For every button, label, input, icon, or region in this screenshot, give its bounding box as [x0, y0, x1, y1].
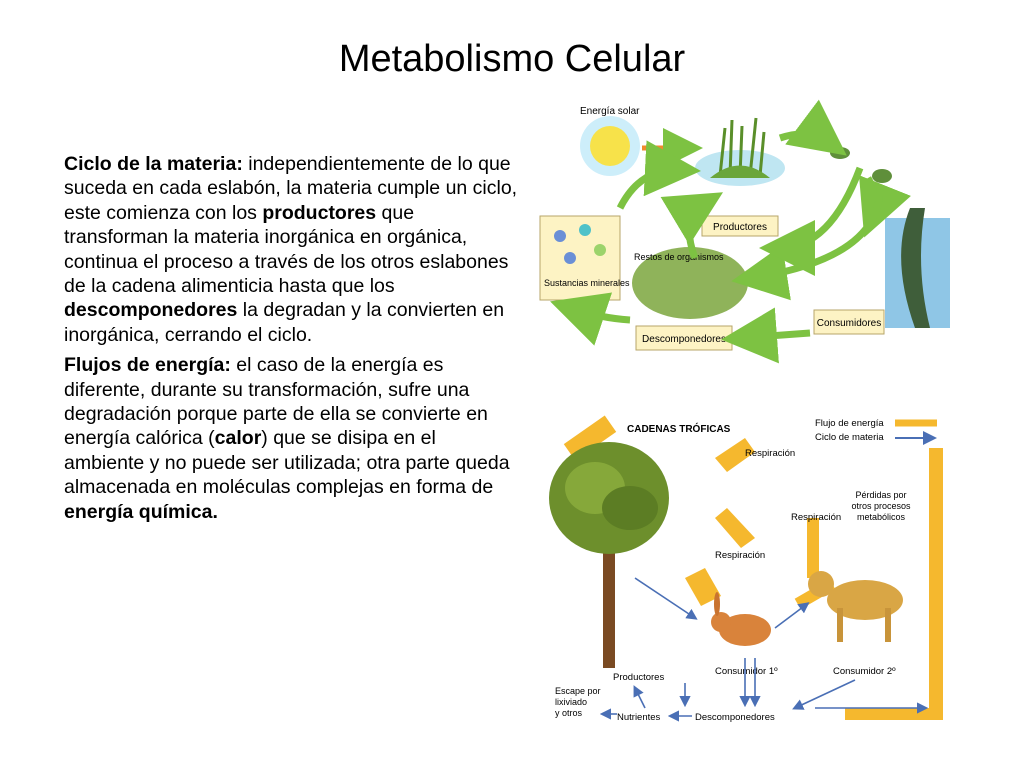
body-text: Ciclo de la materia: independientemente …	[64, 152, 519, 530]
leaching-label-3: y otros	[555, 708, 583, 718]
producers-label: Productores	[613, 672, 664, 683]
text-span: el caso de la energía es diferente, dura…	[64, 354, 488, 450]
producers-label: Productores	[713, 222, 767, 233]
decomposers-label: Descomponedores	[642, 334, 726, 345]
leaching-label-2: lixiviado	[555, 697, 587, 707]
legend-energy-label: Flujo de energía	[815, 418, 884, 429]
matter-cycle-arrows	[599, 577, 929, 722]
organic-remains-icon	[632, 247, 748, 319]
legend-matter-label: Ciclo de materia	[815, 432, 884, 443]
consumer1-label: Consumidor 1º	[715, 666, 778, 677]
decomposers-label: Descomponedores	[695, 712, 775, 723]
chains-title: CADENAS TRÓFICAS	[627, 422, 731, 435]
sun-icon	[580, 116, 640, 176]
bold-producers: productores	[262, 201, 377, 224]
text-span: ) que se disipa en el ambiente y no pued…	[64, 427, 510, 499]
remains-label: Restos de organismos	[634, 252, 724, 262]
text-span: la degradan y la convierten en inorgánic…	[64, 299, 505, 346]
tree-icon	[549, 442, 669, 668]
solar-energy-label: Energía solar	[580, 106, 640, 117]
text-span: que transforman la materia inorgánica en…	[64, 201, 509, 298]
crocodile-frog-icon	[830, 147, 950, 328]
energy-flow-arrows	[563, 415, 943, 720]
respiration-label-3: Respiración	[715, 550, 765, 561]
matter-cycle-lead: Ciclo de la materia:	[64, 153, 243, 175]
slide-title: Metabolismo Celular	[338, 38, 686, 80]
matter-cycle-diagram: Energía solar Productores Sustancias min…	[530, 98, 950, 370]
consumer2-label: Consumidor 2º	[833, 666, 896, 677]
bold-chemical-energy: energía química.	[64, 500, 218, 523]
respiration-label-2: Respiración	[791, 512, 841, 523]
consumers-box	[813, 309, 885, 335]
losses-label-2: otros procesos	[851, 501, 911, 511]
decomposers-box	[635, 325, 733, 351]
text-span: independientemente de lo que suceda en c…	[64, 153, 518, 224]
paragraph-matter-cycle: Ciclo de la materia: independientemente …	[64, 152, 519, 347]
mineral-crystals-icon	[554, 224, 606, 264]
nutrients-label: Nutrientes	[617, 712, 661, 723]
minerals-label: Sustancias minerales	[544, 278, 630, 288]
paragraph-energy-flow: Flujos de energía: el caso de la energía…	[64, 353, 519, 524]
respiration-label-1: Respiración	[745, 448, 795, 459]
reed-plants-icon	[695, 117, 785, 186]
rabbit-icon	[711, 592, 771, 646]
cycle-arrows	[550, 99, 911, 364]
lynx-icon	[808, 571, 903, 642]
consumers-label: Consumidores	[817, 318, 881, 329]
bold-heat: calor	[214, 427, 262, 450]
bold-decomposers: descomponedores	[64, 299, 238, 322]
losses-label-1: Pérdidas por	[855, 490, 906, 500]
trophic-chains-diagram: CADENAS TRÓFICAS Flujo de energía Ciclo …	[545, 408, 950, 730]
energy-flow-lead: Flujos de energía:	[64, 354, 231, 377]
losses-label-3: metabólicos	[857, 512, 906, 522]
leaching-label-1: Escape por	[555, 686, 601, 696]
